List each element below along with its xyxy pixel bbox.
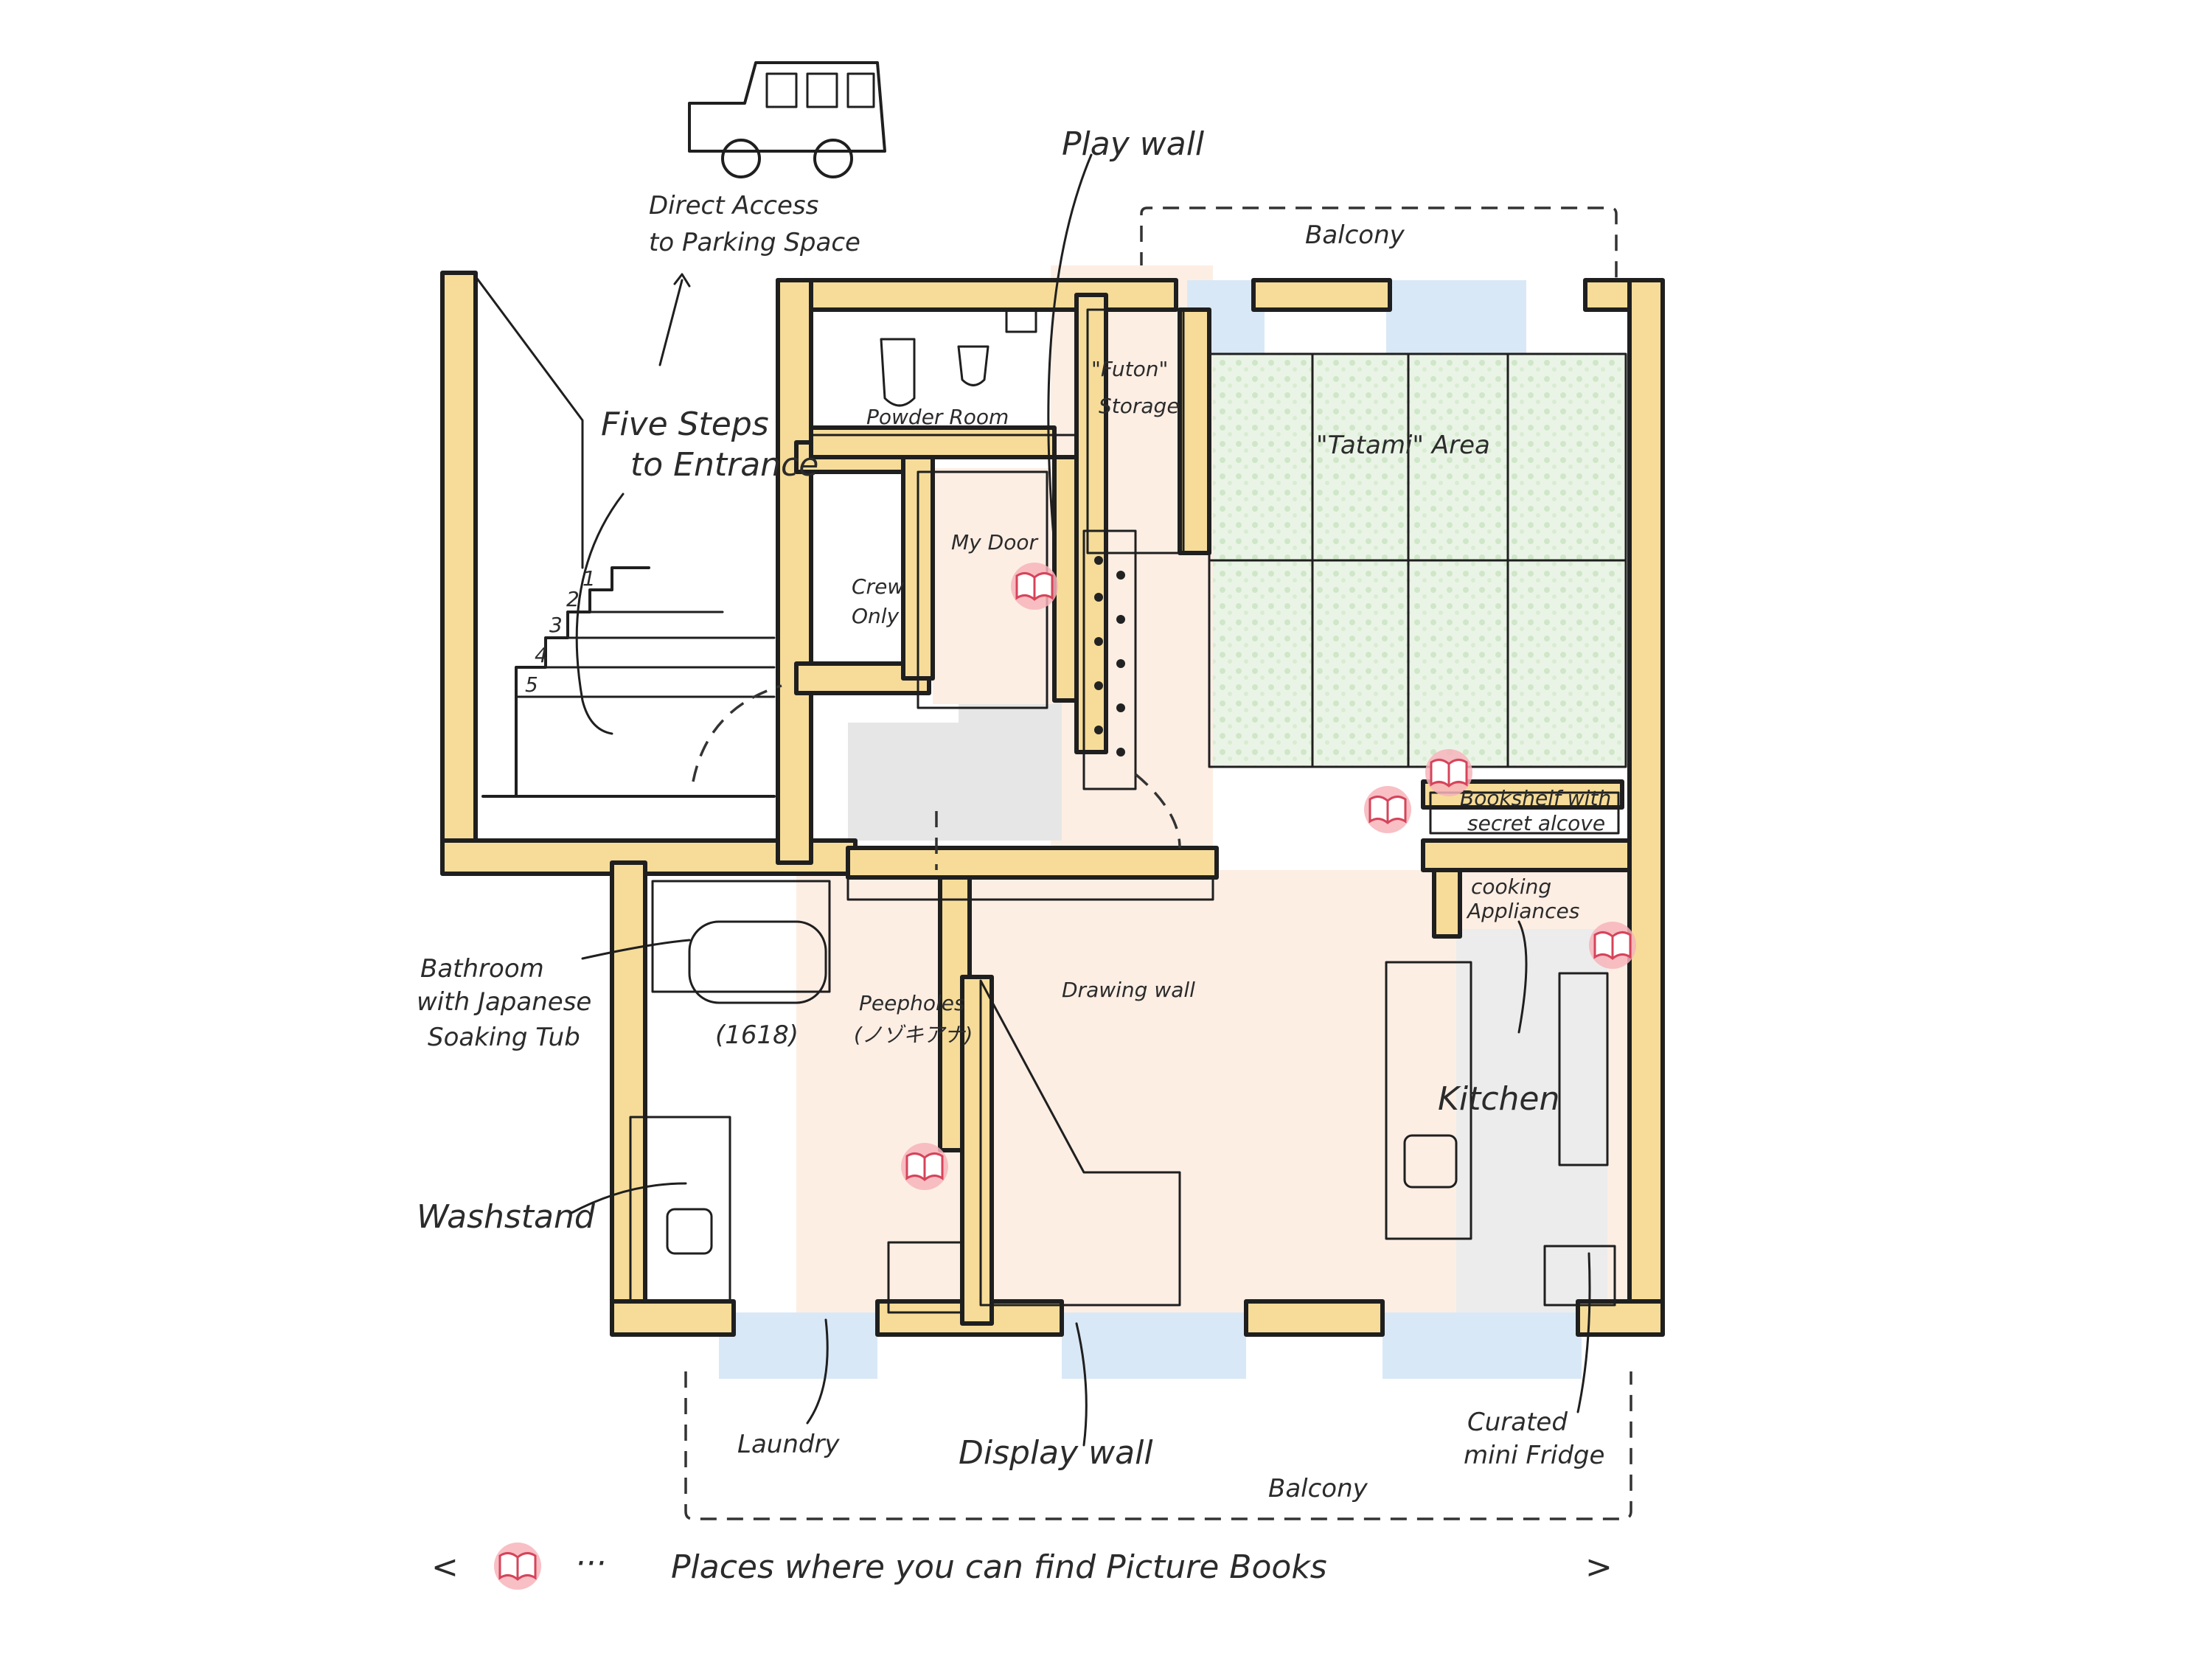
- door-swings: [692, 684, 1181, 870]
- label-drawing-wall: Drawing wall: [1062, 978, 1195, 1002]
- label-balcony-top: Balcony: [1305, 220, 1405, 250]
- label-bookshelf-2: secret alcove: [1467, 811, 1605, 835]
- label-cooking-2: Appliances: [1466, 899, 1579, 923]
- label-fridge-1: Curated: [1467, 1408, 1568, 1437]
- legend-text: Places where you can find Picture Books: [671, 1548, 1327, 1586]
- window-bottom-1: [719, 1312, 877, 1379]
- parking-arrow: [658, 273, 691, 366]
- label-bathroom-3: Soaking Tub: [428, 1023, 580, 1052]
- label-parking-space: to Parking Space: [649, 228, 860, 257]
- tatami-grid: [1208, 352, 1627, 768]
- label-balcony-bottom: Balcony: [1268, 1474, 1368, 1503]
- label-bathroom-1: Bathroom: [420, 954, 544, 984]
- car-icon: [688, 61, 886, 178]
- play-wall-holes: [1094, 556, 1125, 757]
- label-bookshelf-1: Bookshelf with: [1460, 786, 1611, 810]
- open-book-icon-display: [900, 1141, 950, 1192]
- legend-open-bracket: <: [431, 1548, 459, 1586]
- label-five-steps: Five Steps: [601, 406, 769, 443]
- label-kitchen: Kitchen: [1438, 1080, 1559, 1118]
- window-bottom-2: [1062, 1312, 1246, 1379]
- label-direct-access: Direct Access: [649, 191, 818, 220]
- balcony-top-outline: [1140, 206, 1618, 295]
- fixtures: [629, 308, 1620, 1314]
- label-fridge-2: mini Fridge: [1464, 1441, 1604, 1470]
- entrance-stairs: 5 4 3 2 1: [474, 275, 776, 798]
- label-my-door: My Door: [951, 530, 1038, 554]
- label-crew-2: Only: [852, 604, 900, 628]
- legend-dots: ···: [575, 1545, 606, 1582]
- step-number-2: 2: [566, 587, 580, 611]
- label-crew-1: Crew: [852, 574, 904, 599]
- label-room-number: (1618): [715, 1020, 799, 1050]
- step-number-5: 5: [525, 672, 538, 697]
- legend-close-bracket: >: [1585, 1548, 1613, 1586]
- step-number-4: 4: [535, 643, 548, 667]
- label-tatami-area: "Tatami" Area: [1316, 431, 1490, 460]
- open-book-icon-bookshelf: [1363, 785, 1413, 835]
- step-number-3: 3: [549, 613, 563, 637]
- label-futon-storage-2: Storage: [1099, 394, 1180, 418]
- kitchen-floor: [1456, 929, 1607, 1312]
- leader-lines: [570, 153, 1591, 1447]
- label-bathroom-2: with Japanese: [417, 987, 591, 1017]
- label-laundry: Laundry: [737, 1430, 840, 1459]
- label-peepholes-2: (ノゾキアナ): [854, 1023, 973, 1047]
- label-to-entrance: to Entrance: [630, 446, 818, 484]
- label-peepholes-1: Peepholes: [859, 991, 965, 1015]
- open-book-icon-legend: [493, 1541, 543, 1591]
- window-top-middle: [1386, 280, 1526, 354]
- label-futon-storage-1: "Futon": [1091, 357, 1168, 381]
- legend: < ··· Places where you can find Picture …: [431, 1545, 1613, 1586]
- label-display-wall: Display wall: [959, 1434, 1153, 1472]
- open-book-icon-my-door: [1009, 561, 1060, 611]
- open-book-icon-kitchen: [1587, 920, 1638, 970]
- label-washstand: Washstand: [417, 1198, 596, 1236]
- label-cooking-1: cooking: [1471, 874, 1551, 899]
- balcony-bottom-outline: [684, 1371, 1632, 1520]
- label-play-wall: Play wall: [1062, 125, 1205, 163]
- window-bottom-3: [1382, 1312, 1582, 1379]
- label-powder-room: Powder Room: [866, 405, 1009, 429]
